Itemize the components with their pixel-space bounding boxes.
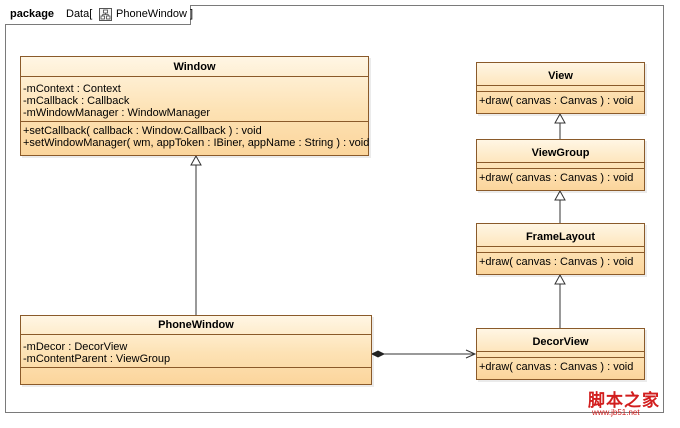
divider [21, 367, 371, 368]
operation: +draw( canvas : Canvas ) : void [479, 361, 634, 373]
operations-compartment: +setCallback( callback : Window.Callback… [21, 122, 370, 149]
generalization-arrowhead-framelayout [554, 273, 566, 285]
operation: +draw( canvas : Canvas ) : void [479, 172, 634, 184]
class-name: Window [173, 61, 216, 73]
attribute: -mContentParent : ViewGroup [23, 353, 171, 365]
operations-compartment: +draw( canvas : Canvas ) : void [477, 358, 644, 373]
operations-compartment: +draw( canvas : Canvas ) : void [477, 92, 644, 107]
class-diagram-icon [99, 8, 112, 21]
divider [477, 252, 644, 253]
class-name: View [548, 70, 573, 82]
divider [477, 351, 644, 352]
generalization-arrowhead-window [190, 154, 202, 166]
class-framelayout[interactable]: FrameLayout +draw( canvas : Canvas ) : v… [476, 223, 645, 275]
class-name: ViewGroup [531, 147, 590, 159]
divider [477, 168, 644, 169]
class-window[interactable]: Window -mContext : Context -mCallback : … [20, 56, 369, 156]
operations-compartment: +draw( canvas : Canvas ) : void [477, 169, 644, 184]
composition-diamond [370, 350, 386, 358]
divider [21, 334, 371, 335]
attribute: -mCallback : Callback [23, 95, 130, 107]
divider [477, 85, 644, 86]
operation: +setCallback( callback : Window.Callback… [23, 125, 262, 137]
diagram-name: PhoneWindow [116, 8, 187, 20]
attribute: -mContext : Context [23, 83, 121, 95]
attributes-compartment: -mDecor : DecorView -mContentParent : Vi… [21, 335, 371, 367]
operation: +draw( canvas : Canvas ) : void [479, 256, 634, 268]
class-view[interactable]: View +draw( canvas : Canvas ) : void [476, 62, 645, 114]
class-name: DecorView [532, 336, 589, 348]
class-phonewindow[interactable]: PhoneWindow -mDecor : DecorView -mConten… [20, 315, 372, 385]
class-name: PhoneWindow [158, 319, 234, 331]
attribute: -mDecor : DecorView [23, 341, 128, 353]
operations-compartment [21, 368, 371, 382]
class-decorview[interactable]: DecorView +draw( canvas : Canvas ) : voi… [476, 328, 645, 380]
generalization-arrowhead-view [554, 112, 566, 124]
watermark-url: www.jb51.net [592, 408, 640, 417]
close-bracket: ] [190, 8, 194, 20]
divider [477, 91, 644, 92]
attribute: -mWindowManager : WindowManager [23, 107, 211, 119]
generalization-arrowhead-viewgroup [554, 189, 566, 201]
class-name: FrameLayout [525, 231, 596, 243]
package-keyword: package [10, 8, 55, 20]
package-name: Data [66, 8, 90, 20]
class-viewgroup[interactable]: ViewGroup +draw( canvas : Canvas ) : voi… [476, 139, 645, 191]
divider [477, 162, 644, 163]
divider [21, 76, 368, 77]
divider [21, 121, 368, 122]
package-header-tab: package Data[ PhoneWindow ] [5, 5, 194, 25]
composition-arrowhead [465, 349, 477, 359]
operation: +setWindowManager( wm, appToken : IBiner… [23, 137, 370, 149]
watermark-logo: 脚本之家 www.jb51.net [588, 386, 672, 422]
divider [477, 246, 644, 247]
watermark-text: 脚本之家 [588, 391, 660, 410]
operation: +draw( canvas : Canvas ) : void [479, 95, 634, 107]
operations-compartment: +draw( canvas : Canvas ) : void [477, 253, 644, 268]
open-bracket: [ [89, 8, 93, 20]
divider [477, 357, 644, 358]
attributes-compartment: -mContext : Context -mCallback : Callbac… [21, 77, 368, 121]
